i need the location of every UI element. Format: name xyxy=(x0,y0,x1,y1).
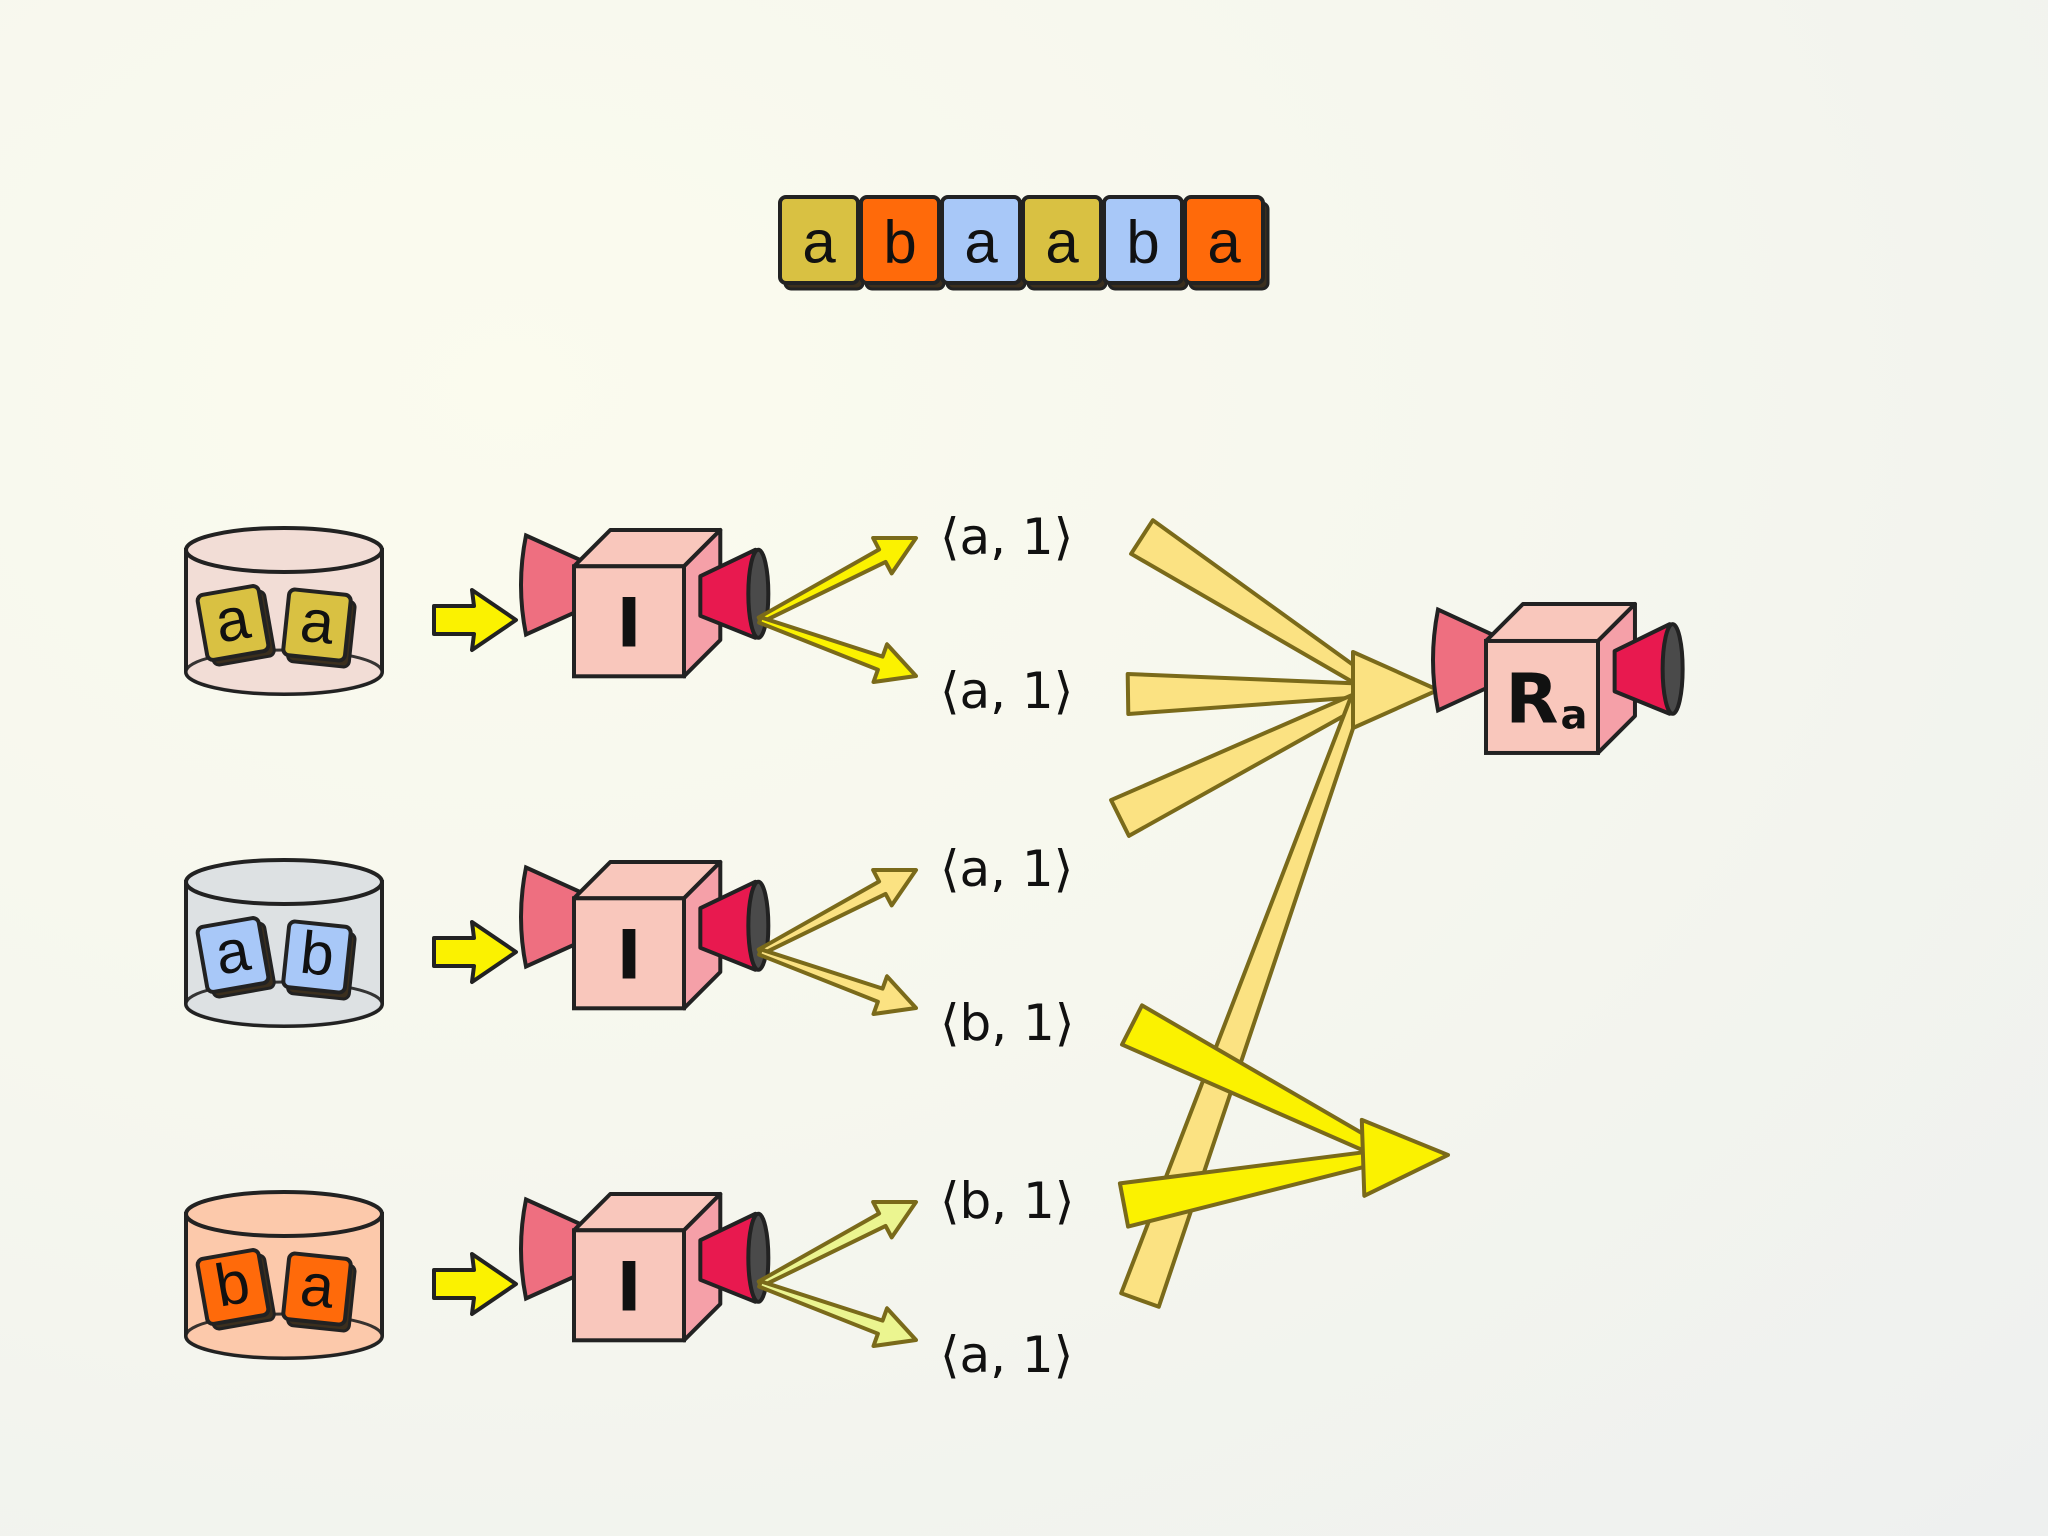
tile-letter: b xyxy=(1126,208,1159,275)
tile-face xyxy=(195,1248,271,1326)
emit-arrow xyxy=(757,1279,918,1348)
key-value-pair: ⟨a, 1⟩ xyxy=(940,662,1073,720)
cylinder-top xyxy=(184,1190,384,1238)
tile-letter: a xyxy=(802,208,836,275)
box-label: I xyxy=(616,1249,641,1328)
tile-face xyxy=(1021,195,1103,285)
cylinder-tile: a xyxy=(195,584,276,667)
cylinder-tile: a xyxy=(281,1251,357,1333)
key-value-pair: ⟨a, 1⟩ xyxy=(940,508,1073,566)
emit-arrows xyxy=(756,868,918,1016)
emit-arrows xyxy=(756,1200,918,1348)
shuffle-arrow-a xyxy=(1129,518,1380,695)
shuffle-arrows xyxy=(1109,518,1450,1309)
sequence-tile: a xyxy=(1183,195,1270,291)
input-funnel xyxy=(519,532,584,638)
emit-arrow xyxy=(757,615,918,684)
tile-face xyxy=(940,195,1022,285)
tile-face xyxy=(859,195,941,285)
input-funnel xyxy=(519,1196,584,1302)
input-funnel xyxy=(519,864,584,970)
sequence-tile: b xyxy=(859,195,946,291)
emit-arrow xyxy=(756,868,918,957)
tile-letter: a xyxy=(297,1251,338,1321)
cube-front xyxy=(572,1228,686,1343)
tile-face xyxy=(195,584,271,662)
emit-arrow xyxy=(756,1200,918,1289)
key-value-pair: ⟨a, 1⟩ xyxy=(940,1326,1073,1384)
cylinder-tile: a xyxy=(281,587,357,669)
cylinder-tile: b xyxy=(281,919,357,1001)
tile-face xyxy=(195,916,271,994)
tile-face xyxy=(281,919,353,995)
tile-letter: a xyxy=(1207,208,1241,275)
tile-letter: a xyxy=(964,208,998,275)
cylinder-tile: b xyxy=(195,1248,276,1331)
input-arrow xyxy=(432,920,518,984)
key-value-pair: ⟨b, 1⟩ xyxy=(940,994,1074,1052)
input-arrow xyxy=(432,588,518,652)
emit-arrow xyxy=(756,536,918,625)
shuffle-arrowhead-a xyxy=(1351,650,1440,730)
cube-front xyxy=(572,564,686,679)
input-funnel xyxy=(1431,606,1496,714)
tile-face xyxy=(778,195,860,285)
cylinder-top xyxy=(184,526,384,574)
box-label: R xyxy=(1505,660,1558,740)
tile-letter: b xyxy=(297,919,337,989)
cylinder-tile: a xyxy=(195,916,276,999)
shuffle-arrowhead-b xyxy=(1359,1117,1450,1198)
shuffle-arrow-b xyxy=(1120,1003,1390,1161)
cube-front xyxy=(1484,638,1600,755)
tile-face xyxy=(1102,195,1184,285)
input-arrow xyxy=(432,1252,518,1316)
cylinder-top xyxy=(184,858,384,906)
box-label: I xyxy=(616,917,641,996)
sequence-tile: a xyxy=(778,195,865,291)
tile-face xyxy=(1183,195,1265,285)
mapper-box: I xyxy=(519,1192,771,1343)
output-funnel-mouth xyxy=(1660,622,1685,716)
box-subscript: a xyxy=(1561,692,1588,738)
tile-face xyxy=(281,587,353,663)
sequence-tile: a xyxy=(940,195,1027,291)
emit-arrows xyxy=(756,536,918,684)
mapper-box: I xyxy=(519,860,771,1011)
box-label: I xyxy=(616,585,641,664)
shuffle-arrow-b xyxy=(1117,1147,1388,1229)
sequence-tile: b xyxy=(1102,195,1189,291)
mapper-box: I xyxy=(519,528,771,679)
sequence-tile: a xyxy=(1021,195,1108,291)
tile-face xyxy=(281,1251,353,1327)
cube-front xyxy=(572,896,686,1011)
key-value-pair: ⟨a, 1⟩ xyxy=(940,840,1073,898)
tile-letter: a xyxy=(297,587,338,657)
key-value-pair: ⟨b, 1⟩ xyxy=(940,1172,1074,1230)
emit-arrow xyxy=(757,947,918,1016)
tile-letter: a xyxy=(1045,208,1079,275)
tile-letter: b xyxy=(883,208,916,275)
